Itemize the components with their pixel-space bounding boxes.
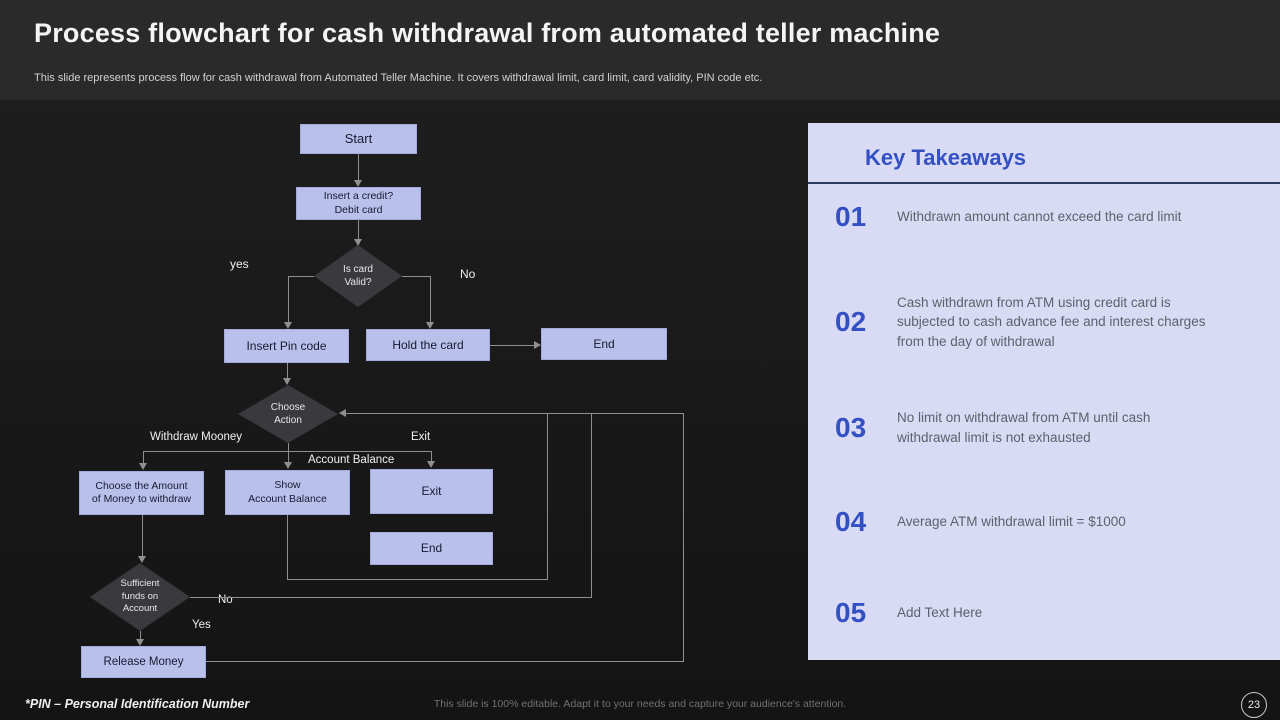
flow-arrowhead-icon <box>139 463 147 470</box>
flow-connector <box>143 451 144 463</box>
flow-connector <box>287 579 548 580</box>
flow-connector <box>358 154 359 180</box>
slide-subtitle: This slide represents process flow for c… <box>34 72 763 84</box>
flow-connector <box>190 597 592 598</box>
flow-arrowhead-icon <box>283 378 291 385</box>
editable-note: This slide is 100% editable. Adapt it to… <box>433 698 847 710</box>
takeaway-text: Add Text Here <box>897 605 983 621</box>
takeaway-text: Average ATM withdrawal limit = $1000 <box>897 514 1126 530</box>
edge-label-account-balance: Account Balance <box>308 454 395 466</box>
takeaway-text: Withdrawn amount cannot exceed the card … <box>897 209 1182 225</box>
takeaway-item: 05 Add Text Here <box>835 573 1260 653</box>
flow-connector <box>287 363 288 378</box>
flow-node-end-top: End <box>541 328 667 360</box>
flow-connector <box>288 443 289 451</box>
takeaway-item: 04 Average ATM withdrawal limit = $1000 <box>835 482 1260 562</box>
edge-label-no-funds: No <box>218 594 233 606</box>
flow-connector <box>206 661 684 662</box>
flow-connector <box>402 276 430 277</box>
flow-connector <box>142 515 143 556</box>
edge-label-exit: Exit <box>411 431 431 443</box>
flow-arrowhead-icon <box>136 639 144 646</box>
flow-node-show-balance: Show Account Balance <box>225 470 350 515</box>
flow-arrowhead-icon <box>354 180 362 187</box>
flow-node-insert-card: Insert a credit? Debit card <box>296 187 421 220</box>
edge-label-no: No <box>460 267 476 281</box>
flow-connector <box>490 345 534 346</box>
flow-arrowhead-icon <box>339 409 346 417</box>
takeaway-number: 03 <box>835 412 867 443</box>
slide-header: Process flowchart for cash withdrawal fr… <box>0 0 1280 100</box>
divider <box>808 182 1280 184</box>
flow-connector <box>288 451 289 463</box>
flow-node-insert-pin: Insert Pin code <box>224 329 349 363</box>
flow-connector <box>346 413 684 414</box>
flow-arrowhead-icon <box>284 462 292 469</box>
flow-node-hold-card: Hold the card <box>366 329 490 361</box>
flow-arrowhead-icon <box>427 461 435 468</box>
flow-connector <box>140 631 141 639</box>
flow-connector <box>683 413 684 661</box>
edge-label-withdraw-money: Withdraw Mooney <box>150 431 243 443</box>
takeaway-item: 01 Withdrawn amount cannot exceed the ca… <box>835 177 1260 257</box>
flow-node-start: Start <box>300 124 417 154</box>
takeaway-number: 02 <box>835 306 867 337</box>
slide-title: Process flowchart for cash withdrawal fr… <box>34 18 941 48</box>
edge-label-yes: yes <box>230 257 249 271</box>
page-number-badge: 23 <box>1241 692 1267 718</box>
flow-connector <box>288 276 289 322</box>
takeaway-number: 05 <box>835 597 867 628</box>
flow-arrowhead-icon <box>284 322 292 329</box>
key-takeaways-title: Key Takeaways <box>865 145 1027 170</box>
flow-connector <box>358 219 359 239</box>
flow-arrowhead-icon <box>426 322 434 329</box>
takeaway-item: 02 Cash withdrawn from ATM using credit … <box>835 282 1260 362</box>
flow-node-choose-amount: Choose the Amount of Money to withdraw <box>79 471 204 515</box>
takeaway-text: No limit on withdrawal from ATM until ca… <box>897 410 1151 445</box>
takeaway-number: 04 <box>835 506 867 537</box>
pin-footnote: *PIN – Personal Identification Number <box>25 697 250 711</box>
flow-node-end-mid: End <box>370 532 493 565</box>
flow-connector <box>143 451 432 452</box>
flow-connector <box>430 276 431 322</box>
takeaway-text: Cash withdrawn from ATM using credit car… <box>897 294 1206 349</box>
flow-connector <box>287 515 288 579</box>
edge-label-yes-funds: Yes <box>192 619 211 631</box>
takeaway-item: 03 No limit on withdrawal from ATM until… <box>835 388 1260 468</box>
takeaway-number: 01 <box>835 201 867 232</box>
flow-connector <box>547 413 548 579</box>
flow-arrowhead-icon <box>138 556 146 563</box>
flow-connector <box>288 276 314 277</box>
flow-node-release-money: Release Money <box>81 646 206 678</box>
flow-arrowhead-icon <box>534 341 541 349</box>
flow-node-exit: Exit <box>370 469 493 514</box>
flow-connector <box>591 413 592 597</box>
flow-arrowhead-icon <box>354 239 362 246</box>
flow-connector <box>431 451 432 462</box>
key-takeaways-panel: Key Takeaways 01 Withdrawn amount cannot… <box>808 123 1280 660</box>
